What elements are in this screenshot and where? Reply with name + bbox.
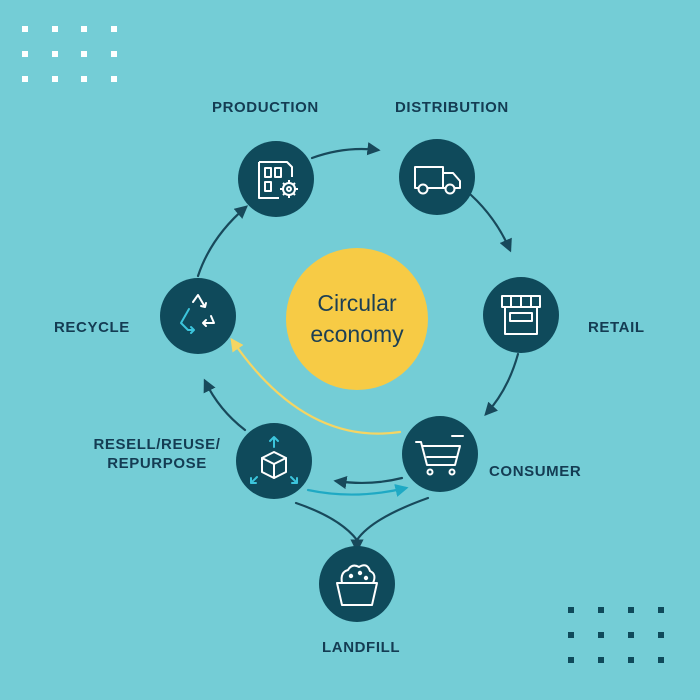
center-circle [286, 248, 428, 390]
label-resell-line1: RESELL/REUSE/ [93, 436, 221, 453]
center-label-line1: Circular [317, 290, 397, 316]
decor-dots-top-left [22, 26, 117, 82]
arrow-recycle-to-production [196, 205, 249, 278]
arrow-consumer-to-resell [333, 476, 404, 490]
arrow-to-landfill [294, 496, 430, 550]
node-recycle[interactable] [160, 278, 236, 354]
node-distribution[interactable] [399, 139, 475, 215]
label-landfill: LANDFILL [322, 639, 401, 656]
node-consumer[interactable] [402, 416, 478, 492]
arrow-resell-to-recycle [203, 378, 247, 432]
truck-icon [414, 166, 461, 195]
arrow-retail-to-consumer [484, 352, 520, 416]
arrow-production-to-distribution [310, 142, 381, 160]
label-retail: RETAIL [588, 319, 645, 336]
decor-dots-bottom-right [568, 607, 664, 663]
box-arrows-icon [250, 436, 298, 484]
waste-bin-icon [336, 564, 378, 606]
label-recycle: RECYCLE [54, 319, 130, 336]
arrow-distribution-to-retail [469, 193, 512, 253]
node-production[interactable] [238, 141, 314, 217]
node-resell[interactable] [236, 423, 312, 499]
label-consumer: CONSUMER [489, 463, 582, 480]
center-label-line2: economy [310, 321, 404, 347]
factory-gear-icon [258, 161, 298, 199]
center-label: Circular economy [286, 248, 428, 390]
label-production: PRODUCTION [212, 99, 319, 116]
storefront-icon [501, 295, 541, 335]
label-distribution: DISTRIBUTION [395, 99, 509, 116]
recycle-icon [180, 294, 215, 334]
node-landfill[interactable] [319, 546, 395, 622]
label-resell: RESELL/REUSE/ REPURPOSE [82, 435, 232, 473]
arrow-consumer-to-recycle [230, 337, 402, 435]
shopping-cart-icon [415, 435, 464, 476]
arrow-resell-to-consumer [306, 483, 409, 497]
label-resell-line2: REPURPOSE [107, 455, 207, 472]
node-retail[interactable] [483, 277, 559, 353]
